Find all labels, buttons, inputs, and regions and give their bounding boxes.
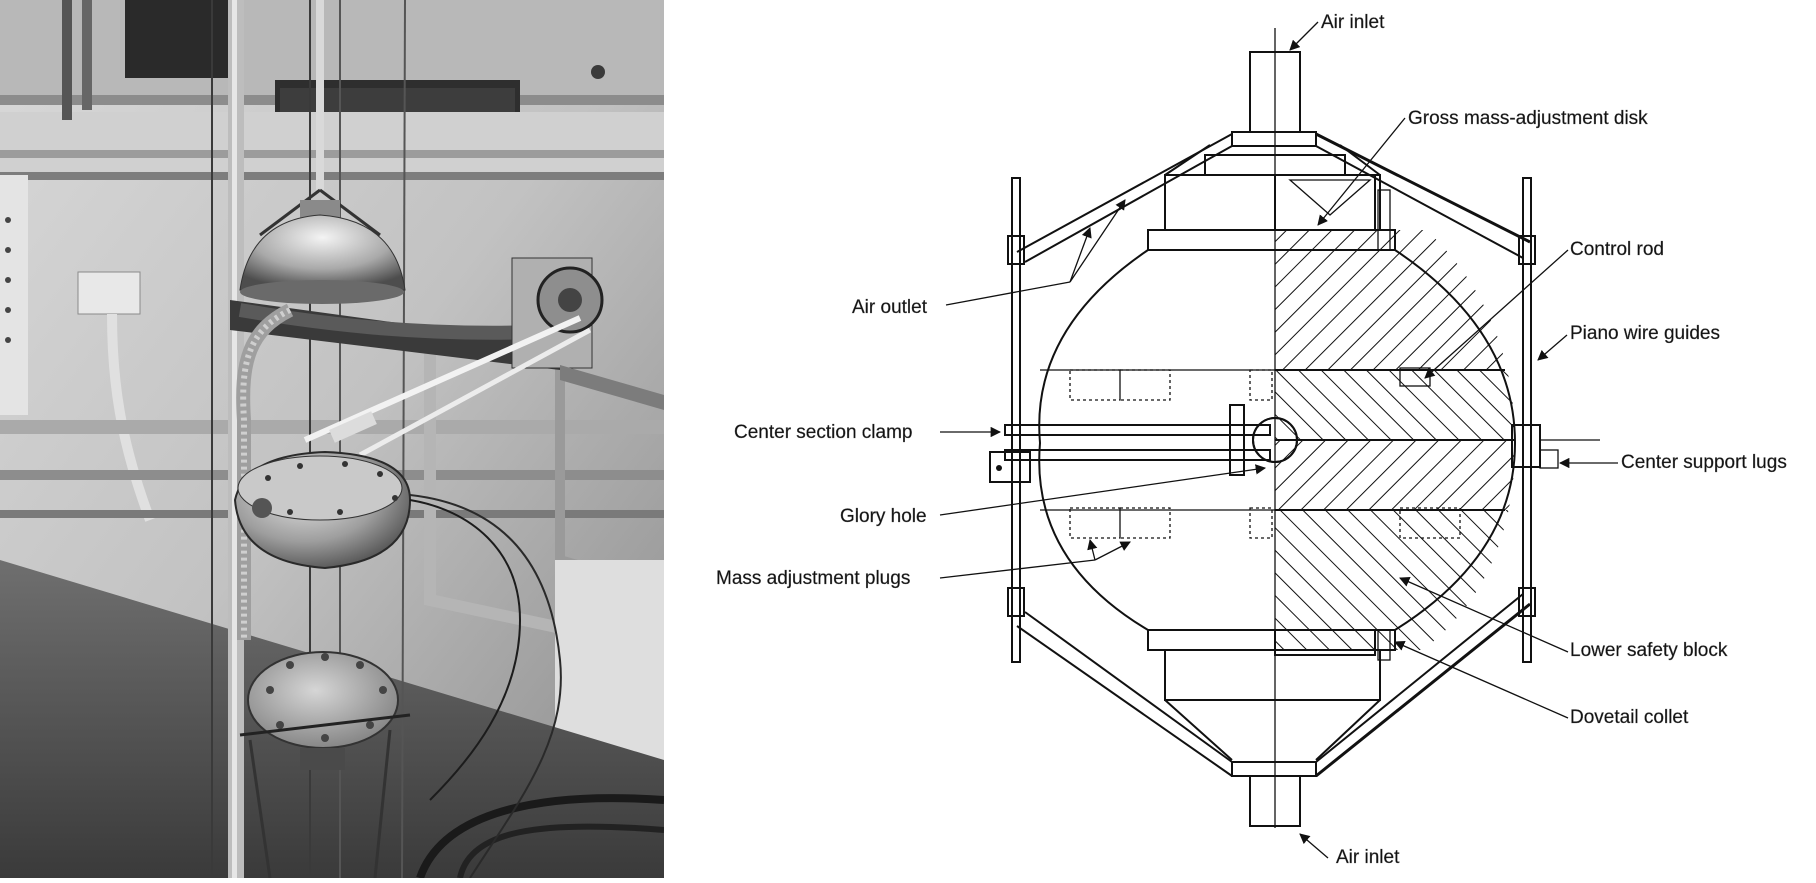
device-photo-drawing [0, 0, 664, 878]
label-dovetail-collet: Dovetail collet [1570, 707, 1689, 728]
label-glory-hole: Glory hole [840, 506, 927, 527]
device-photo [0, 0, 664, 878]
label-air-inlet-bottom: Air inlet [1336, 847, 1400, 868]
label-piano-wire-guides: Piano wire guides [1570, 323, 1720, 344]
leader-lines [939, 21, 1618, 859]
label-air-outlet: Air outlet [852, 297, 928, 318]
cross-section-drawing: Air inlet Gross mass-adjustment disk Con… [716, 12, 1787, 868]
label-control-rod: Control rod [1570, 239, 1664, 260]
cross-section-diagram: Air inlet Gross mass-adjustment disk Con… [664, 0, 1816, 878]
label-gross-mass-disk: Gross mass-adjustment disk [1408, 108, 1648, 129]
label-mass-adjustment-plugs: Mass adjustment plugs [716, 568, 910, 589]
label-center-section-clamp: Center section clamp [734, 422, 912, 443]
label-air-inlet-top: Air inlet [1321, 12, 1385, 33]
callout-labels: Air inlet Gross mass-adjustment disk Con… [716, 12, 1787, 868]
label-lower-safety-block: Lower safety block [1570, 640, 1728, 661]
device-outline [989, 28, 1600, 828]
label-center-support-lugs: Center support lugs [1621, 452, 1787, 473]
